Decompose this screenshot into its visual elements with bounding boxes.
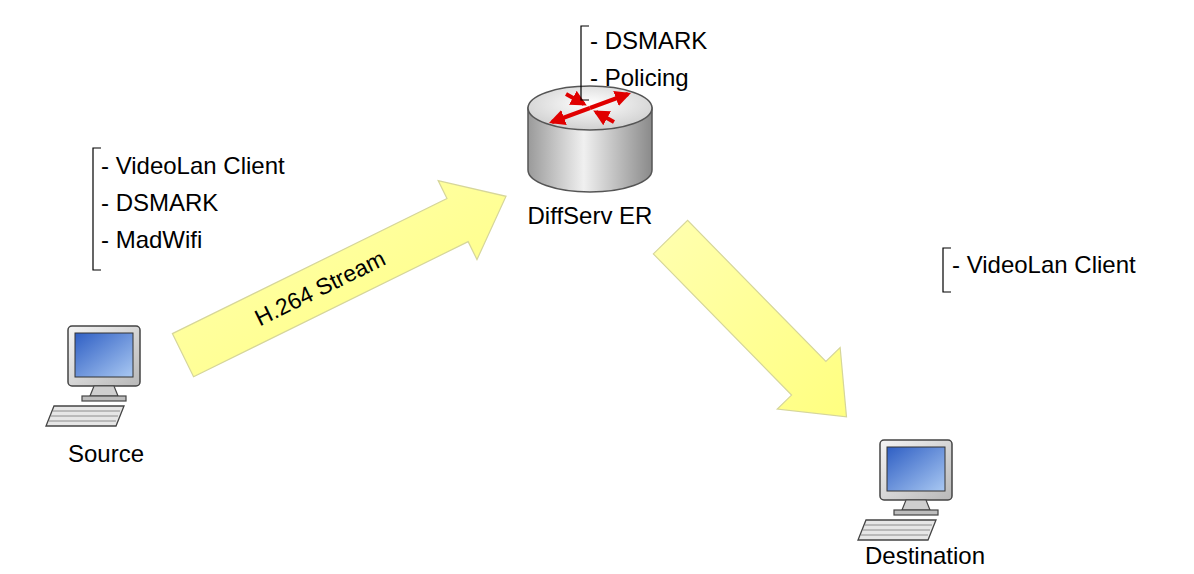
computer-icon (46, 326, 140, 426)
bracket-list-item: - VideoLan Client (952, 251, 1136, 279)
router-node: DiffServ ER (515, 80, 665, 230)
bracket-list-item: - DSMARK (101, 189, 218, 217)
node-label: Destination (852, 542, 998, 570)
bracket (93, 26, 951, 292)
bracket-list-item: - VideoLan Client (101, 152, 285, 180)
bracket-list-item: - DSMARK (590, 27, 707, 55)
router-icon (528, 86, 652, 192)
computer-node: Source (38, 318, 174, 468)
node-label: Source (38, 440, 174, 468)
bracket-list-item: - Policing (590, 64, 689, 92)
computer-node: Destination (852, 424, 998, 570)
node-label: DiffServ ER (515, 202, 665, 230)
arrow-label: H.264 Stream (251, 245, 390, 331)
bracket-list-item: - MadWifi (101, 226, 202, 254)
computer-icon (858, 440, 952, 540)
block-arrow (653, 220, 846, 417)
block-arrow (172, 181, 506, 377)
